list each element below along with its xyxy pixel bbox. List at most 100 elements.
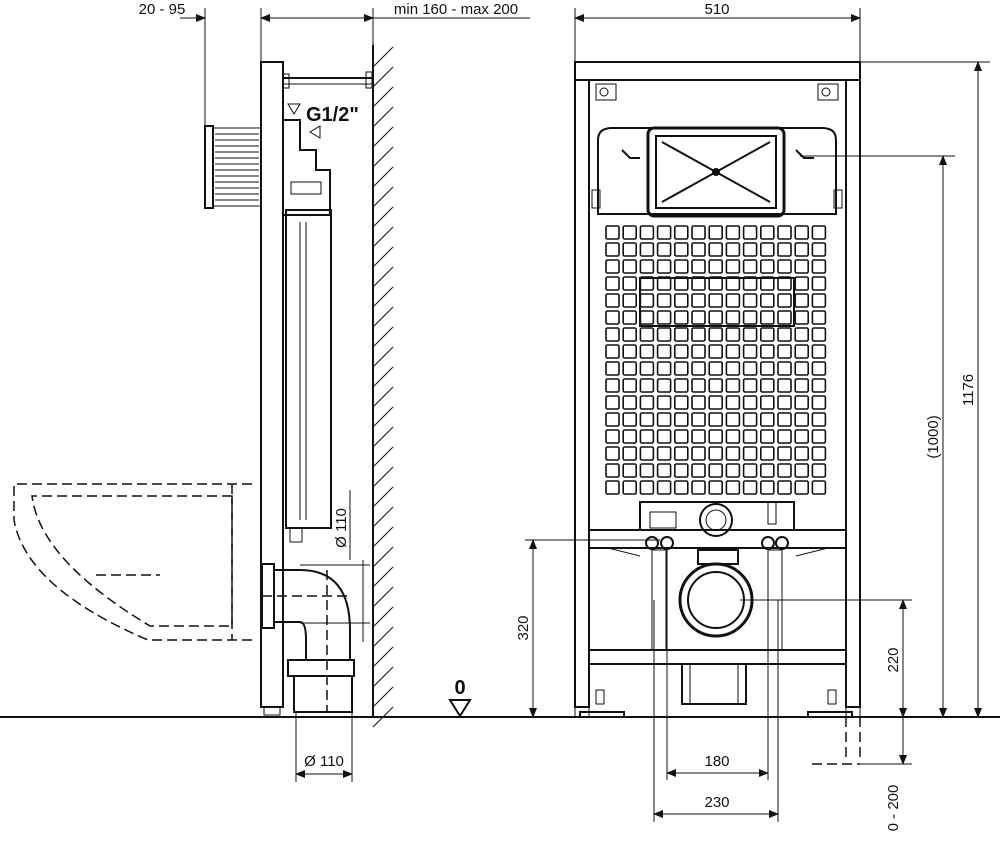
grid-square bbox=[742, 344, 758, 359]
grid-square bbox=[656, 378, 672, 393]
grid-square bbox=[742, 463, 758, 478]
grid-square bbox=[639, 327, 655, 342]
grid-square bbox=[605, 429, 620, 444]
hatch-line bbox=[372, 306, 394, 328]
grid-square bbox=[656, 344, 672, 359]
grid-square bbox=[622, 259, 638, 274]
label-pipe-dia-vertical: Ø 110 bbox=[333, 508, 350, 548]
grid-square bbox=[639, 242, 655, 257]
hatch-line bbox=[372, 606, 394, 628]
hatch-line bbox=[372, 386, 394, 408]
grid-square bbox=[725, 361, 741, 376]
grid-square bbox=[708, 395, 724, 410]
grid-square bbox=[759, 378, 775, 393]
grid-square bbox=[656, 327, 672, 342]
grid-square bbox=[639, 446, 655, 461]
front-cistern bbox=[597, 126, 837, 218]
grid-square bbox=[742, 225, 758, 240]
grid-square bbox=[639, 395, 655, 410]
hatch-line bbox=[372, 546, 394, 568]
grid-square bbox=[656, 395, 672, 410]
grid-square bbox=[759, 242, 775, 257]
grid-square bbox=[777, 480, 792, 495]
grid-square bbox=[794, 344, 810, 359]
grid-square bbox=[811, 395, 827, 410]
grid-square bbox=[708, 225, 724, 240]
grid-square bbox=[811, 446, 827, 461]
front-drain bbox=[678, 549, 754, 705]
grid-square bbox=[777, 259, 792, 274]
grid-square bbox=[725, 293, 741, 308]
hatch-line bbox=[372, 566, 394, 588]
grid-square bbox=[794, 276, 810, 291]
grid-square bbox=[691, 242, 706, 257]
grid-square bbox=[777, 242, 792, 257]
hatch-line bbox=[372, 226, 394, 248]
grid-square bbox=[811, 310, 827, 325]
grid-square bbox=[708, 446, 724, 461]
grid-square bbox=[777, 344, 792, 359]
grid-square bbox=[794, 480, 810, 495]
grid-square bbox=[691, 395, 706, 410]
grid-square bbox=[759, 344, 775, 359]
label-outlet-height: 220 bbox=[885, 647, 902, 672]
front-grid-window bbox=[639, 277, 795, 327]
hatch-line bbox=[372, 526, 394, 548]
grid-square bbox=[622, 327, 638, 342]
grid-square bbox=[639, 378, 655, 393]
grid-square bbox=[639, 480, 655, 495]
grid-square bbox=[811, 242, 827, 257]
grid-square bbox=[777, 293, 792, 308]
label-bolt-spacing: 180 bbox=[704, 753, 729, 770]
hatch-line bbox=[372, 106, 394, 128]
grid-square bbox=[622, 395, 638, 410]
hatch-line bbox=[372, 286, 394, 308]
grid-square bbox=[656, 463, 672, 478]
grid-square bbox=[794, 412, 810, 427]
grid-square bbox=[605, 344, 620, 359]
hatch-line bbox=[372, 46, 394, 68]
grid-square bbox=[777, 395, 792, 410]
grid-square bbox=[777, 463, 792, 478]
grid-square bbox=[656, 412, 672, 427]
hatch-line bbox=[372, 646, 394, 668]
grid-square bbox=[725, 446, 741, 461]
grid-square bbox=[639, 463, 655, 478]
grid-square bbox=[811, 327, 827, 342]
grid-square bbox=[725, 327, 741, 342]
grid-square bbox=[691, 412, 706, 427]
hatch-line bbox=[372, 586, 394, 608]
grid-square bbox=[673, 242, 689, 257]
grid-square bbox=[639, 225, 655, 240]
grid-square bbox=[794, 446, 810, 461]
grid-square bbox=[622, 378, 638, 393]
grid-square bbox=[708, 480, 724, 495]
grid-square bbox=[673, 225, 689, 240]
grid-square bbox=[622, 429, 638, 444]
front-insulation-grid bbox=[605, 225, 827, 495]
grid-square bbox=[725, 378, 741, 393]
dimension-labels: 20 - 95 min 160 - max 200 G1/2" Ø 110 Ø … bbox=[139, 1, 977, 831]
grid-square bbox=[811, 480, 827, 495]
grid-square bbox=[794, 429, 810, 444]
grid-square bbox=[656, 361, 672, 376]
grid-square bbox=[811, 293, 827, 308]
front-flush-connector bbox=[607, 501, 829, 557]
label-pipe-dia-bottom: Ø 110 bbox=[304, 753, 344, 770]
grid-square bbox=[742, 242, 758, 257]
grid-square bbox=[691, 378, 706, 393]
grid-square bbox=[622, 463, 638, 478]
grid-square bbox=[656, 293, 672, 308]
grid-square bbox=[708, 463, 724, 478]
grid-square bbox=[742, 378, 758, 393]
grid-square bbox=[605, 276, 620, 291]
grid-square bbox=[708, 293, 724, 308]
grid-square bbox=[639, 361, 655, 376]
side-cistern bbox=[282, 119, 332, 543]
grid-square bbox=[708, 344, 724, 359]
side-view bbox=[13, 45, 394, 728]
hatch-line bbox=[372, 186, 394, 208]
grid-square bbox=[811, 378, 827, 393]
grid-square bbox=[656, 310, 672, 325]
